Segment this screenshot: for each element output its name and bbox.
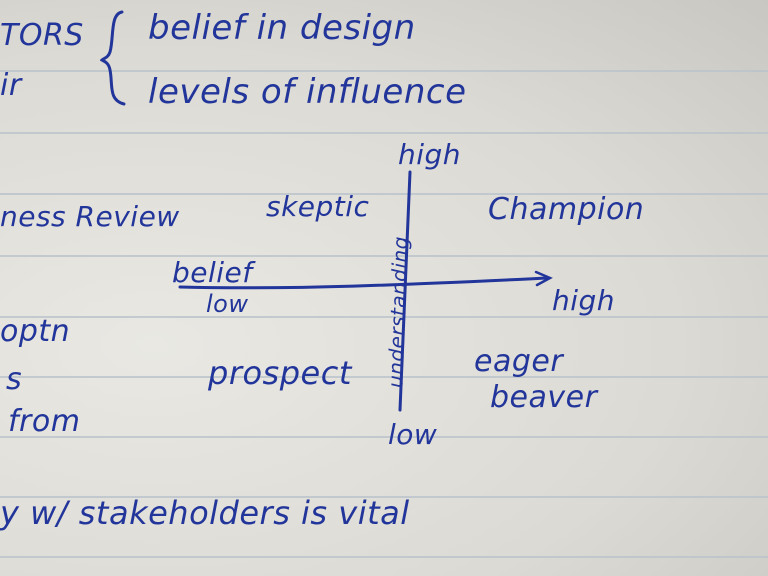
curly-brace-icon [100,10,126,106]
note-fragment-optn: optn [0,314,71,349]
x-axis-low-label: low [206,290,249,318]
ruled-line [0,496,768,498]
quadrant-skeptic: skeptic [266,190,370,223]
ruled-line [0,376,768,378]
note-fragment-ir: ir [0,68,22,103]
ruled-line [0,193,768,195]
quadrant-eager: eager [474,344,564,379]
x-axis-high-label: high [552,284,616,317]
quadrant-champion: Champion [488,192,645,227]
note-fragment-from: from [8,404,81,439]
ruled-line [0,556,768,558]
x-axis-belief-label: belief [172,256,253,289]
ruled-line [0,70,768,72]
ruled-line [0,436,768,438]
note-stakeholders-vital: y w/ stakeholders is vital [0,494,410,532]
vertical-axis-line [398,170,412,412]
ruled-line [0,255,768,257]
note-belief-in-design: belief in design [148,8,416,48]
quadrant-beaver: beaver [490,380,598,415]
note-fragment-review: ness Review [0,200,180,233]
horizontal-axis-line [178,276,550,290]
y-axis-high-label: high [398,138,462,171]
note-fragment-s: s [6,362,23,397]
arrow-head-icon [534,270,553,287]
note-levels-of-influence: levels of influence [148,72,467,112]
y-axis-low-label: low [388,418,438,451]
ruled-line [0,316,768,318]
quadrant-prospect: prospect [208,354,352,392]
note-fragment-tors: TORS [0,18,84,53]
ruled-line [0,132,768,134]
